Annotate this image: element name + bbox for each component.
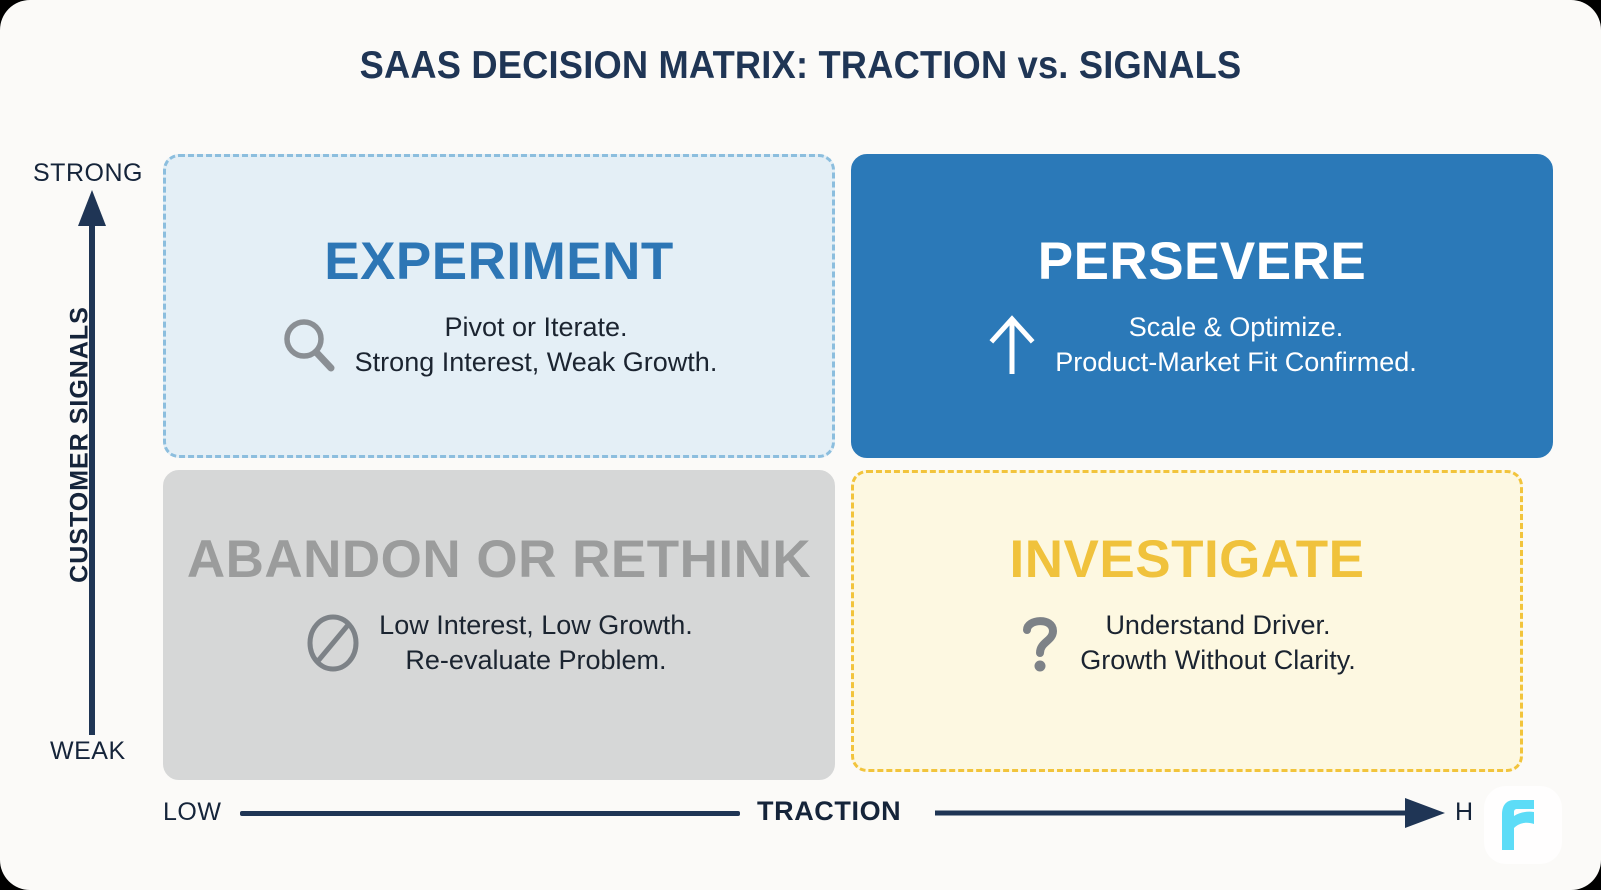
x-axis-right-label: H (1455, 798, 1474, 826)
quadrant-abandon-line1: Low Interest, Low Growth. (379, 610, 693, 640)
y-axis-top-label: STRONG (33, 159, 143, 187)
y-axis-up-arrow-icon (78, 190, 106, 735)
quadrant-investigate-line1: Understand Driver. (1105, 610, 1331, 640)
brand-logo-icon (1484, 786, 1562, 864)
quadrant-experiment-heading: EXPERIMENT (324, 232, 674, 291)
quadrant-experiment-body: Pivot or Iterate. Strong Interest, Weak … (281, 310, 718, 379)
y-axis-title: CUSTOMER SIGNALS (65, 306, 94, 583)
x-axis-title: TRACTION (757, 796, 902, 826)
x-axis-left-line (240, 811, 740, 816)
magnifier-icon (281, 316, 337, 374)
page-title: SAAS DECISION MATRIX: TRACTION vs. SIGNA… (359, 44, 1242, 87)
x-axis-left-label: LOW (163, 798, 222, 826)
quadrant-experiment-text: Pivot or Iterate. Strong Interest, Weak … (355, 310, 718, 379)
quadrant-investigate[interactable]: INVESTIGATE Understand Driver. Growth Wi… (851, 470, 1523, 772)
quadrant-abandon-heading: ABANDON OR RETHINK (186, 530, 812, 589)
quadrant-persevere-body: Scale & Optimize. Product-Market Fit Con… (987, 310, 1417, 379)
up-arrow-icon (987, 314, 1037, 376)
quadrant-investigate-text: Understand Driver. Growth Without Clarit… (1080, 608, 1356, 677)
question-mark-icon (1018, 611, 1062, 675)
prohibition-icon (305, 612, 361, 674)
quadrant-persevere[interactable]: PERSEVERE Scale & Optimize. Product-Mark… (851, 154, 1553, 458)
quadrant-abandon-or-rethink[interactable]: ABANDON OR RETHINK Low Interest, Low Gro… (163, 470, 835, 780)
quadrant-investigate-heading: INVESTIGATE (1009, 530, 1365, 589)
y-axis-bottom-label: WEAK (50, 737, 126, 765)
quadrant-persevere-line1: Scale & Optimize. (1128, 312, 1344, 342)
quadrant-persevere-heading: PERSEVERE (1037, 232, 1367, 291)
quadrant-experiment[interactable]: EXPERIMENT Pivot or Iterate. Strong Inte… (163, 154, 835, 458)
quadrant-abandon-line2: Re-evaluate Problem. (405, 644, 667, 675)
quadrant-experiment-line2: Strong Interest, Weak Growth. (354, 346, 718, 377)
x-axis-right-arrow-icon (935, 798, 1445, 828)
quadrant-persevere-text: Scale & Optimize. Product-Market Fit Con… (1055, 310, 1417, 379)
quadrant-persevere-line2: Product-Market Fit Confirmed. (1055, 346, 1417, 377)
quadrant-investigate-body: Understand Driver. Growth Without Clarit… (1018, 608, 1356, 677)
quadrant-abandon-text: Low Interest, Low Growth. Re-evaluate Pr… (379, 608, 693, 677)
quadrant-experiment-line1: Pivot or Iterate. (444, 312, 628, 342)
quadrant-abandon-body: Low Interest, Low Growth. Re-evaluate Pr… (305, 608, 693, 677)
quadrant-investigate-line2: Growth Without Clarity. (1080, 644, 1356, 675)
